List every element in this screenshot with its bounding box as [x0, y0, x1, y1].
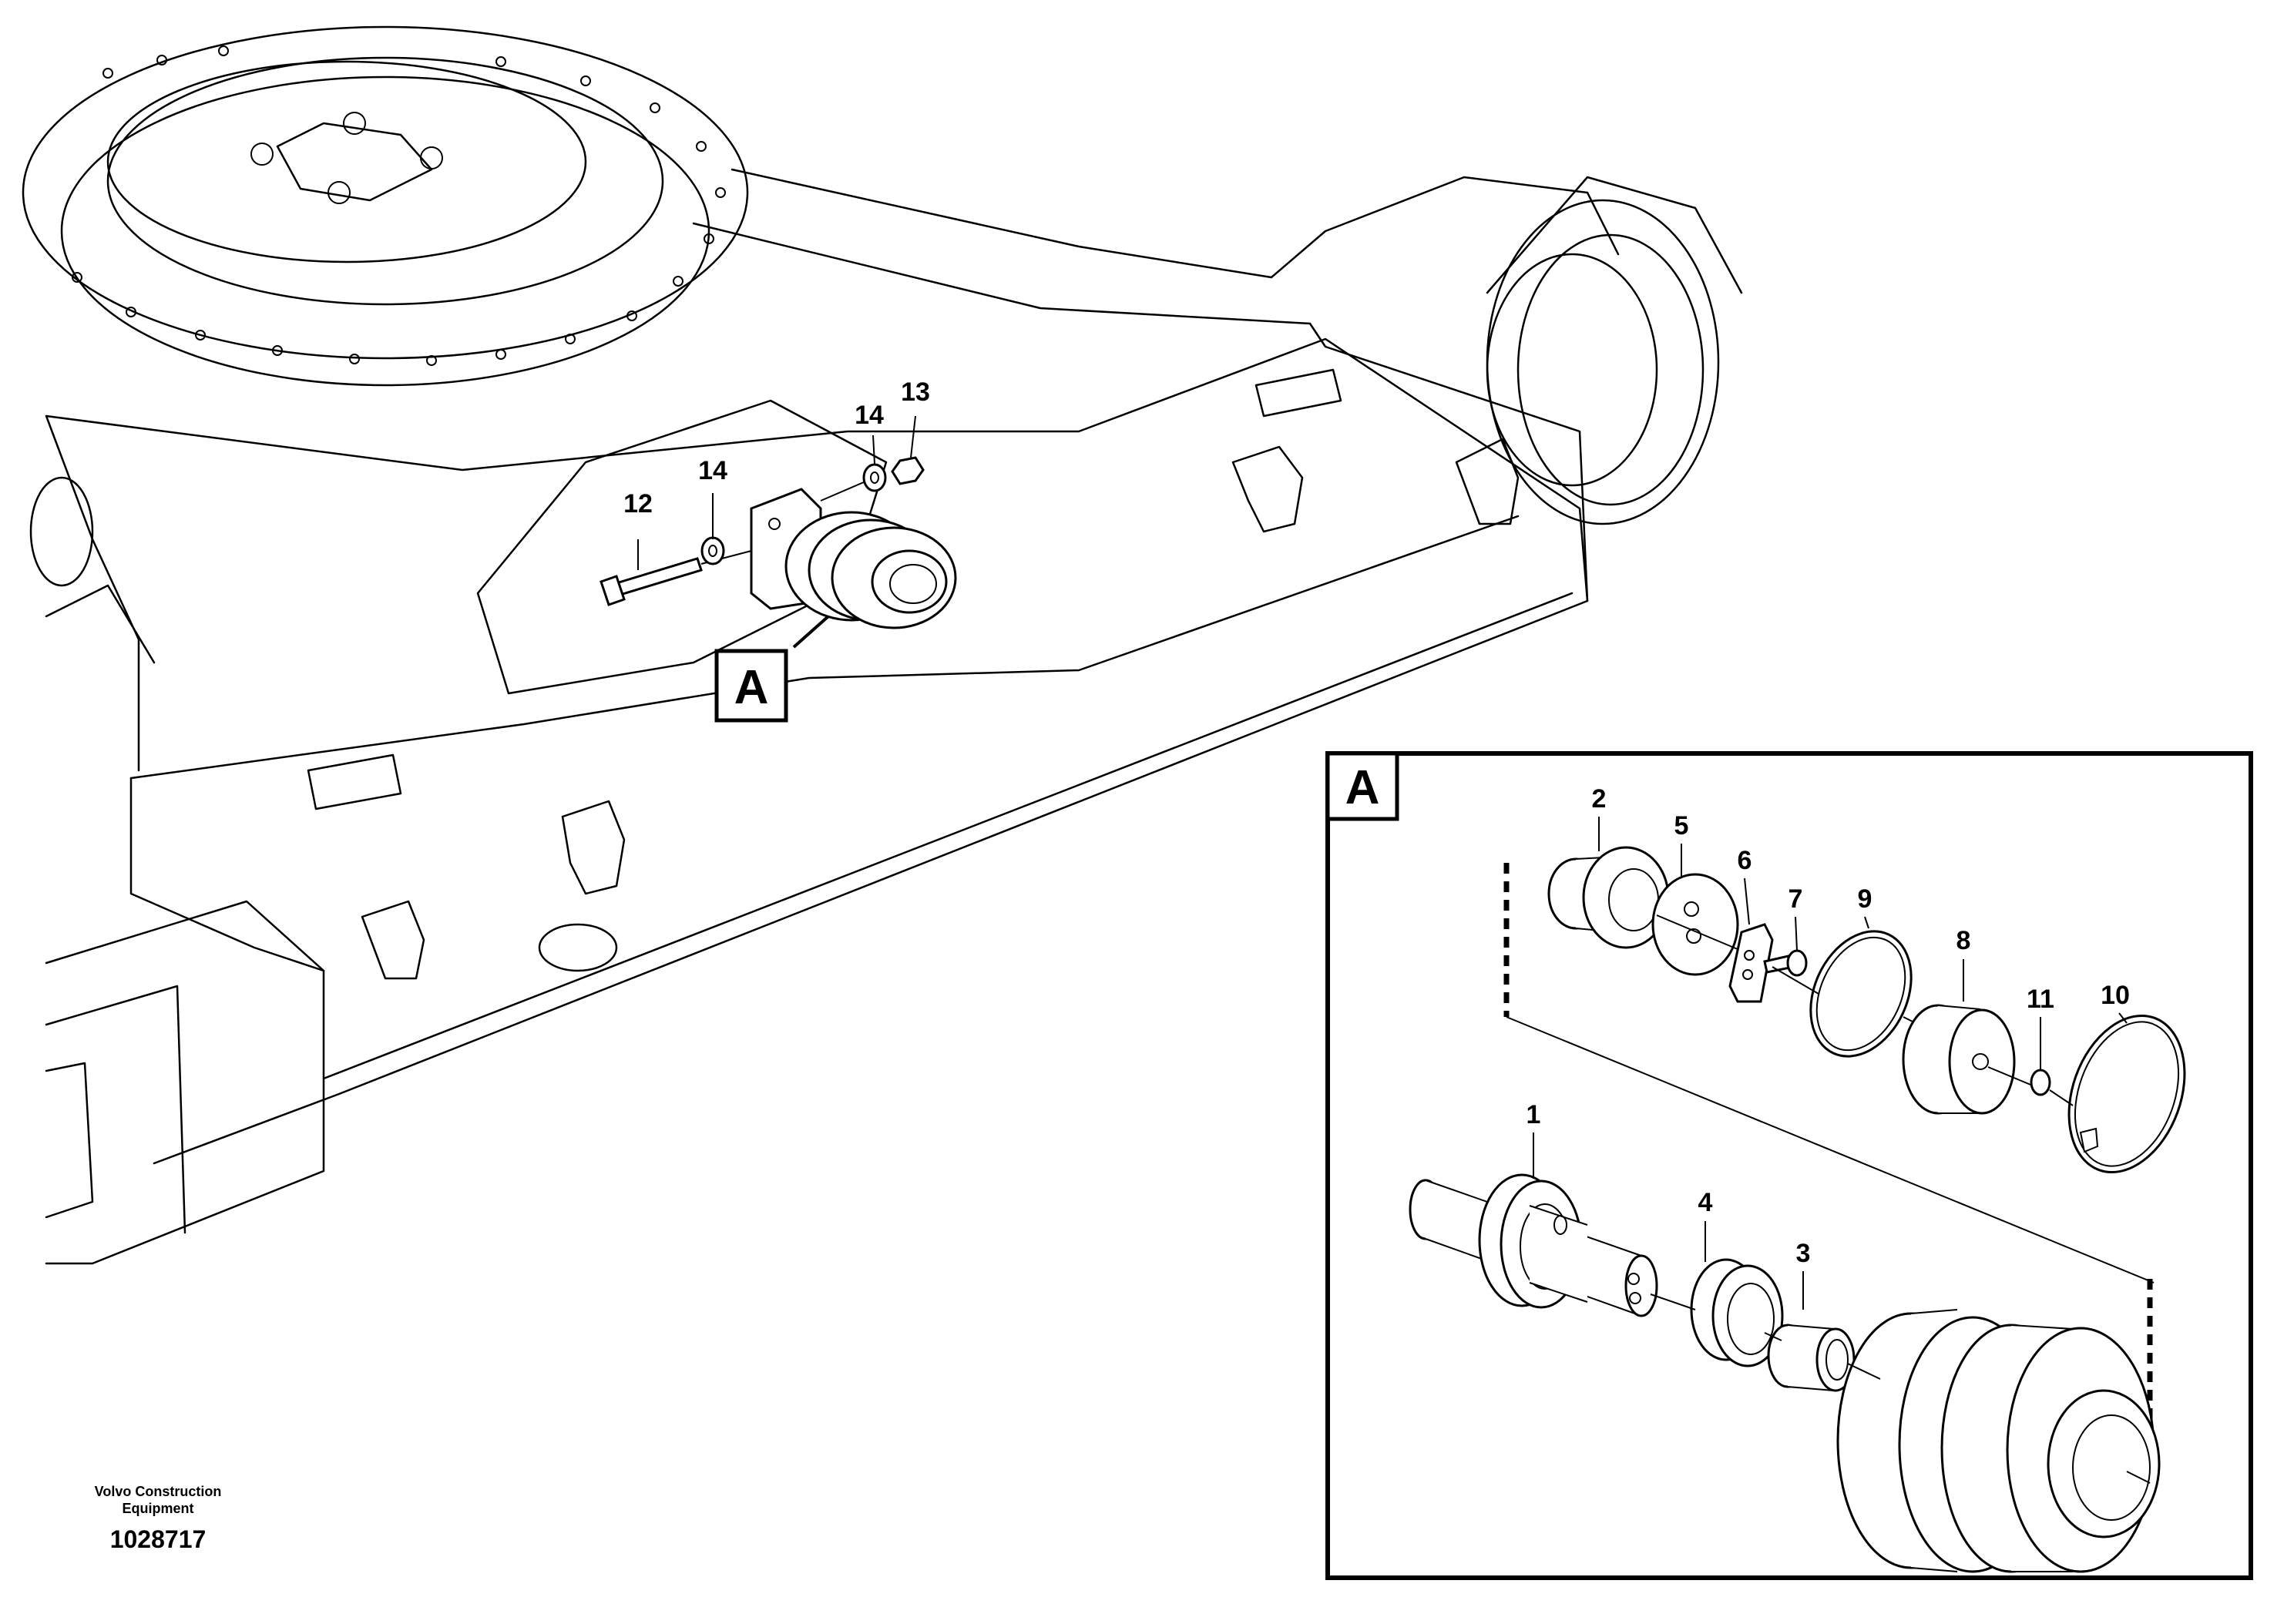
part-6-lock-plate	[1728, 923, 1774, 1003]
detail-box-label: A	[1345, 761, 1380, 814]
label-13: 13	[901, 377, 930, 407]
detail-label-6: 6	[1738, 846, 1752, 875]
part-4-seal	[1690, 1258, 1784, 1367]
label-14-left: 14	[698, 456, 727, 485]
part-2-flanged-bushing	[1547, 846, 1670, 949]
drawing-number: 1028717	[109, 1525, 207, 1553]
detail-label-1: 1	[1527, 1100, 1541, 1129]
callout-a-label: A	[734, 661, 769, 714]
detail-label-11: 11	[2027, 985, 2054, 1014]
part-3-bushing	[1767, 1324, 1856, 1392]
part-5-thrust-plate	[1651, 873, 1744, 976]
detail-label-9: 9	[1858, 884, 1872, 914]
part-9-o-ring	[1809, 930, 1913, 1058]
brand-line-1: Volvo Construction	[94, 1484, 222, 1499]
detail-label-3: 3	[1796, 1239, 1811, 1268]
detail-label-4: 4	[1698, 1188, 1713, 1217]
part-1-shaft	[1409, 1173, 1658, 1317]
undercarriage-frame	[22, 25, 1743, 1265]
track-roller	[1836, 1309, 2161, 1573]
detail-label-5: 5	[1674, 811, 1689, 841]
detail-label-10: 10	[2101, 981, 2130, 1010]
label-12: 12	[623, 489, 653, 518]
detail-label-7: 7	[1789, 884, 1803, 914]
detail-label-8: 8	[1956, 926, 1971, 955]
brand-credit: Volvo Construction Equipment	[65, 1483, 250, 1517]
detail-label-2: 2	[1592, 784, 1607, 814]
brand-line-2: Equipment	[122, 1501, 194, 1516]
ring-bolt-holes	[72, 45, 726, 366]
part-10-snap-ring	[2067, 1014, 2186, 1174]
upper-roller-assembly	[600, 415, 957, 649]
detail-panel-a: A	[1325, 751, 2253, 1580]
part-8-end-cap	[1902, 1004, 2016, 1115]
label-14-right: 14	[855, 401, 884, 430]
callout-a: A	[714, 649, 788, 723]
